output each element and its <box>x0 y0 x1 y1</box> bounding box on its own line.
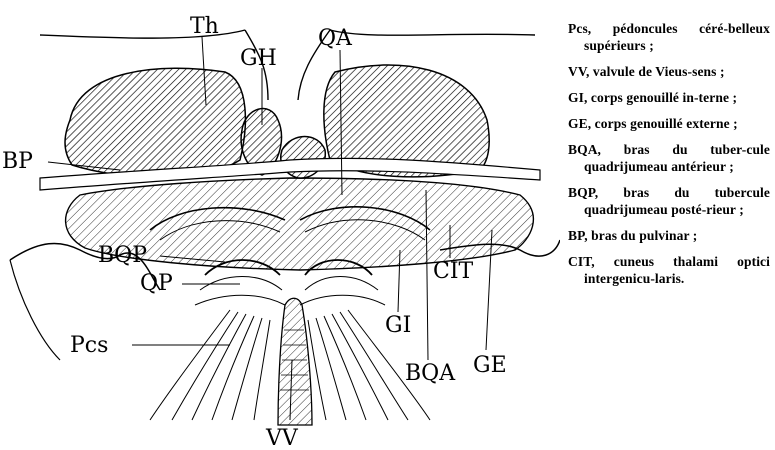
label-bqa: BQA <box>405 361 456 386</box>
label-gh: GH <box>240 46 277 71</box>
legend: Pcs, pédoncules céré-belleux supérieurs … <box>568 20 770 296</box>
label-gi: GI <box>385 313 411 338</box>
legend-entry-vv: VV, valvule de Vieus-sens ; <box>568 63 770 80</box>
label-qa: QA <box>318 26 353 51</box>
label-vv: VV <box>265 426 299 450</box>
label-cit: CIT <box>433 259 474 284</box>
vieussens-valve <box>278 298 312 425</box>
peduncle-fibres-left <box>150 310 270 420</box>
legend-entry-ge: GE, corps genouillé externe ; <box>568 115 770 132</box>
anatomy-figure: Th GH QA BP BQP QP Pcs GI CIT BQA GE VV <box>0 0 560 450</box>
label-pcs: Pcs <box>70 333 108 358</box>
top-contour-right <box>330 30 535 35</box>
label-bp: BP <box>2 149 33 174</box>
legend-entry-pcs: Pcs, pédoncules céré-belleux supérieurs … <box>568 20 770 54</box>
legend-entry-gi: GI, corps genouillé in-terne ; <box>568 89 770 106</box>
legend-entry-bqp: BQP, bras du tubercule quadrijumeau post… <box>568 184 770 218</box>
label-qp: QP <box>140 271 173 296</box>
legend-entry-bp: BP, bras du pulvinar ; <box>568 227 770 244</box>
label-th: Th <box>190 14 219 39</box>
label-bqp: BQP <box>98 243 147 268</box>
label-ge: GE <box>473 353 507 378</box>
thalamus-left <box>65 68 245 177</box>
legend-entry-cit: CIT, cuneus thalami optici intergenicu-l… <box>568 253 770 287</box>
legend-entry-bqa: BQA, bras du tuber-cule quadrijumeau ant… <box>568 141 770 175</box>
left-lower-flank <box>10 260 60 360</box>
